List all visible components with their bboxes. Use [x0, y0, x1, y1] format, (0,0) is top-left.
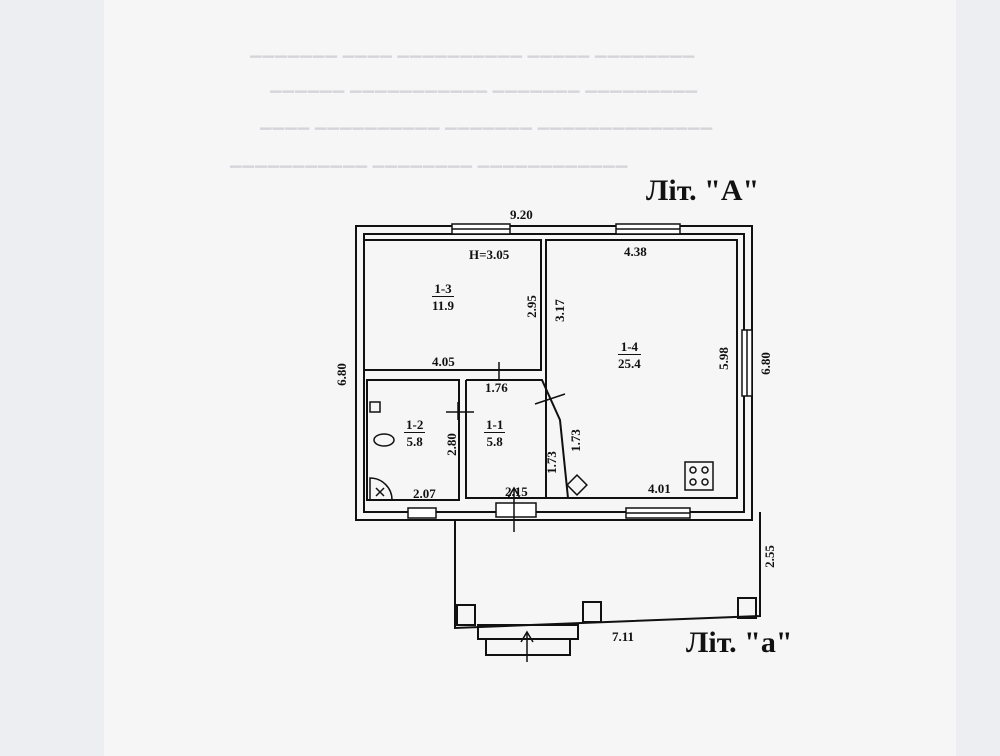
- room-id: 1-4: [618, 340, 641, 355]
- room-1-4-label: 1-4 25.4: [618, 340, 641, 370]
- annex-pillar: [737, 597, 757, 619]
- bleed-through-line: ▁▁▁▁▁▁ ▁▁▁▁▁▁▁▁▁▁▁ ▁▁▁▁▁▁▁ ▁▁▁▁▁▁▁▁▁: [270, 77, 698, 93]
- door-mark: [534, 393, 566, 405]
- right-margin: [956, 0, 1000, 756]
- room-area: 5.8: [406, 434, 423, 449]
- entrance-arrow-head: [507, 486, 521, 499]
- stove: [684, 461, 714, 491]
- dim-room-1-4-top: 4.38: [624, 244, 647, 259]
- stove-burner: [701, 466, 709, 474]
- outer-wall: [355, 225, 753, 521]
- room-area: 25.4: [618, 356, 641, 371]
- bleed-through-line: ▁▁▁▁▁▁▁ ▁▁▁▁ ▁▁▁▁▁▁▁▁▁▁ ▁▁▁▁▁ ▁▁▁▁▁▁▁▁: [250, 42, 696, 58]
- dim-room-1-4-left-upper: 3.17: [551, 299, 567, 322]
- building-main-label: Літ. "A": [646, 174, 760, 207]
- bleed-through-line: ▁▁▁▁ ▁▁▁▁▁▁▁▁▁▁ ▁▁▁▁▁▁▁ ▁▁▁▁▁▁▁▁▁▁▁▁▁▁: [260, 114, 713, 130]
- heater: [566, 474, 588, 496]
- dim-right-total: 6.80: [757, 352, 773, 375]
- door-opening: [495, 502, 537, 518]
- room-id: 1-1: [484, 417, 506, 433]
- dim-room-1-4-left-lower: 1.73: [567, 429, 583, 452]
- stove-burner: [701, 478, 709, 486]
- dim-annex-right: 2.55: [761, 545, 777, 568]
- toilet-tank: [369, 401, 381, 413]
- room-1-3-label: 1-3 11.9: [432, 282, 455, 313]
- annex-pillar: [456, 604, 476, 626]
- height-label: H=3.05: [469, 247, 510, 262]
- toilet-bowl: [373, 433, 395, 447]
- annex-outline: [454, 512, 761, 630]
- dim-corridor-top: 1.76: [485, 380, 508, 395]
- dim-room-1-3-bottom: 4.05: [432, 354, 455, 369]
- window: [407, 507, 437, 519]
- dim-left-total: 6.80: [333, 363, 349, 386]
- room-area: 11.9: [432, 298, 455, 313]
- room-1-4-outline: [545, 239, 738, 499]
- stove-burner: [689, 478, 697, 486]
- dim-room-1-4-bottom: 4.01: [648, 481, 671, 496]
- dim-room-1-4-right: 5.98: [715, 347, 731, 370]
- entrance-step: [485, 638, 571, 656]
- dim-room-1-2-bottom: 2.07: [413, 486, 436, 501]
- dim-room-1-1-bottom: 2.15: [505, 484, 528, 499]
- left-margin: [0, 0, 104, 756]
- room-1-1-outline: [465, 379, 570, 499]
- shower-tray: [369, 477, 393, 501]
- dim-room-1-3-right: 2.95: [523, 295, 539, 318]
- room-id: 1-2: [404, 417, 426, 433]
- shower-drain: [375, 487, 385, 497]
- bleed-through-line: ▁▁▁▁▁▁▁▁▁▁▁ ▁▁▁▁▁▁▁▁ ▁▁▁▁▁▁▁▁▁▁▁▁: [230, 152, 629, 168]
- stove-burner: [689, 466, 697, 474]
- room-1-2-outline: [366, 379, 460, 501]
- room-1-1-label: 1-1 5.8: [484, 417, 506, 449]
- dim-room-1-2-right: 2.80: [443, 433, 459, 456]
- room-id: 1-3: [432, 282, 455, 297]
- entrance-arrow-head: [520, 630, 534, 643]
- annex-pillar: [582, 601, 602, 623]
- building-annex-label: Літ. "a": [686, 626, 793, 659]
- dim-room-1-1-right: 1.73: [543, 451, 559, 474]
- dim-top-total: 9.20: [510, 207, 533, 222]
- room-1-3-outline: [363, 239, 542, 371]
- room-area: 5.8: [486, 434, 503, 449]
- document-page: [104, 0, 956, 756]
- room-1-2-label: 1-2 5.8: [404, 417, 426, 449]
- dim-annex-bottom: 7.11: [612, 629, 635, 644]
